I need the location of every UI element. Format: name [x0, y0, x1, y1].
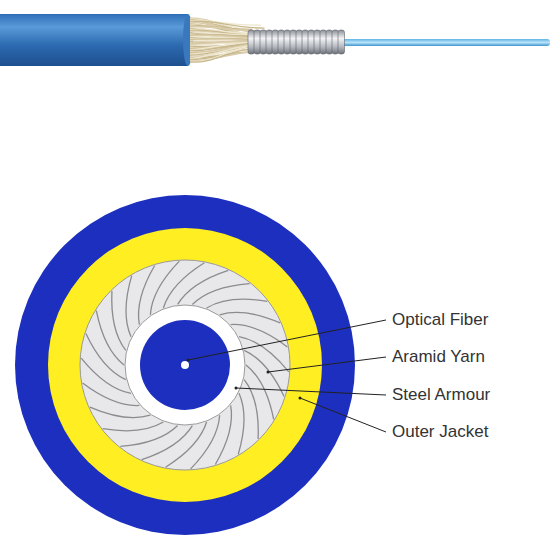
- armour-coil: [338, 30, 345, 54]
- leader-line: [188, 320, 386, 360]
- armour-blade: [238, 393, 244, 454]
- fiber-buffer: [140, 320, 230, 410]
- armour-coil: [290, 30, 297, 54]
- part-label: Optical Fiber: [392, 311, 488, 328]
- leader-dot: [187, 359, 190, 362]
- armour-blade: [220, 312, 280, 323]
- armour-coil: [332, 30, 339, 54]
- inner-white-ring: [125, 305, 245, 425]
- leader-dot: [267, 371, 270, 374]
- part-label: Outer Jacket: [392, 423, 488, 440]
- leader-dots: [187, 359, 302, 400]
- armour-blade: [96, 311, 124, 365]
- armour-coil: [254, 30, 261, 54]
- outer-jacket-ring: [15, 195, 355, 535]
- cable-side-view: [0, 14, 550, 66]
- part-label: Steel Armour: [392, 386, 490, 403]
- armour-blade: [246, 365, 274, 419]
- leader-dot: [235, 387, 238, 390]
- leader-dot: [299, 397, 302, 400]
- armour-blade: [142, 426, 193, 460]
- yarn-strand: [190, 49, 256, 63]
- armour-blade: [81, 358, 131, 393]
- armour-coil: [284, 30, 291, 54]
- leader-line: [300, 398, 386, 432]
- armour-blade: [207, 299, 268, 308]
- armour-blade: [163, 263, 204, 308]
- armour-coil: [326, 30, 333, 54]
- armour-coil: [272, 30, 279, 54]
- steel-armour-ring: [80, 260, 290, 470]
- leader-line: [268, 357, 386, 372]
- armour-blade: [126, 276, 132, 337]
- part-label: Aramid Yarn: [392, 348, 485, 365]
- armour-blades: [81, 261, 289, 469]
- armour-blade: [239, 337, 289, 372]
- steel-armour-side: [248, 30, 345, 54]
- aramid-yarn-side: [190, 18, 268, 62]
- leader-lines: [188, 320, 386, 432]
- armour-coil: [296, 30, 303, 54]
- armour-coil: [278, 30, 285, 54]
- fiber-core: [181, 361, 189, 369]
- cross-section: [15, 195, 355, 535]
- armour-coil: [266, 30, 273, 54]
- armour-coil: [302, 30, 309, 54]
- fiber-side: [330, 39, 550, 46]
- armour-coil: [248, 30, 255, 54]
- armour-coil: [320, 30, 327, 54]
- armour-blade: [112, 291, 126, 350]
- armour-coil: [314, 30, 321, 54]
- armour-blade: [178, 270, 229, 304]
- leader-line: [236, 388, 386, 395]
- armour-coil: [260, 30, 267, 54]
- armour-blade: [166, 422, 207, 467]
- armour-blade: [90, 407, 150, 418]
- armour-blade: [103, 422, 164, 431]
- aramid-yarn-ring: [48, 228, 322, 502]
- jacket-side: [0, 14, 188, 66]
- armour-coil: [308, 30, 315, 54]
